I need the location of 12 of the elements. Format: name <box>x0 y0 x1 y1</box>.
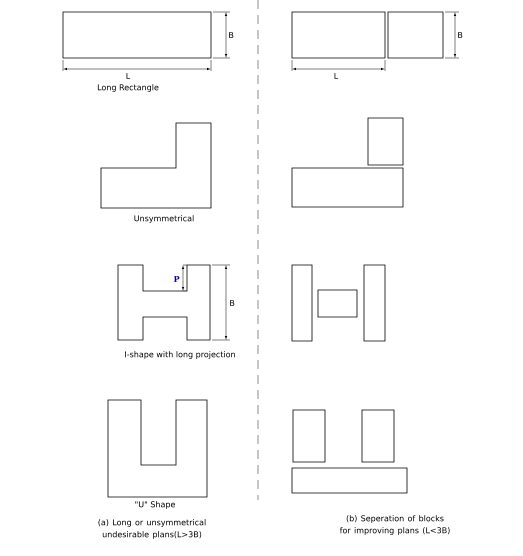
dimension-label: B <box>230 300 234 306</box>
drawing-caption: Unsymmetrical <box>134 215 194 223</box>
column-caption: (a) Long or unsymmetrical undesirable plans(L>3B) <box>98 519 206 539</box>
dimension-label: L <box>126 73 130 79</box>
drawing-caption: Long Rectangle <box>98 84 158 92</box>
dimension-label: P <box>174 276 180 282</box>
drawing-caption: I-shape with long projection <box>125 351 235 359</box>
dimension-label: B <box>229 32 234 38</box>
dimension-label: L <box>334 73 338 79</box>
dimension-label: B <box>458 32 462 38</box>
drawing-caption: "U" Shape <box>135 501 175 509</box>
column-caption: (b) Seperation of blocks for improving plans (L<3B) <box>340 515 450 535</box>
